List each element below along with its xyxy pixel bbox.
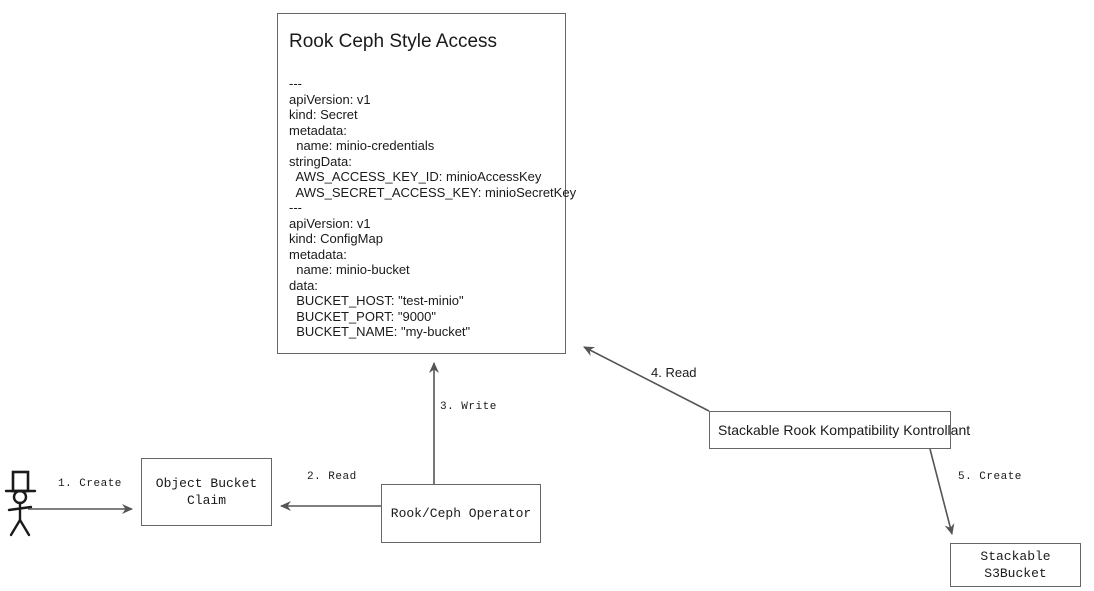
edge-label-write-yaml: 3. Write bbox=[440, 401, 497, 413]
node-stackable-rook-kompatibility-kontrollant-label: Stackable Rook Kompatibility Kontrollant bbox=[718, 422, 971, 438]
node-rook-ceph-operator[interactable]: Rook/Ceph Operator bbox=[381, 484, 541, 543]
edge-label-read-yaml: 4. Read bbox=[651, 365, 697, 380]
edge-label-create-s3bucket: 5. Create bbox=[958, 471, 1022, 483]
node-stackable-s3bucket[interactable]: Stackable S3Bucket bbox=[950, 543, 1081, 587]
node-stackable-s3bucket-label: Stackable S3Bucket bbox=[980, 549, 1051, 581]
node-object-bucket-claim[interactable]: Object Bucket Claim bbox=[141, 458, 272, 526]
edge-label-read-obc: 2. Read bbox=[307, 471, 357, 483]
yaml-card-body: --- apiVersion: v1 kind: Secret metadata… bbox=[289, 76, 577, 339]
node-rook-ceph-operator-label: Rook/Ceph Operator bbox=[390, 506, 532, 521]
stick-figure-actor bbox=[4, 470, 37, 537]
edge-create-s3bucket bbox=[929, 448, 955, 535]
yaml-card-heading: Rook Ceph Style Access bbox=[289, 31, 498, 52]
node-stackable-rook-kompatibility-kontrollant[interactable]: Stackable Rook Kompatibility Kontrollant bbox=[709, 411, 970, 449]
edge-label-create-obc: 1. Create bbox=[58, 478, 122, 490]
node-object-bucket-claim-label: Object Bucket Claim bbox=[155, 476, 258, 508]
node-rook-ceph-style-access[interactable]: Rook Ceph Style Access --- apiVersion: v… bbox=[277, 13, 577, 354]
